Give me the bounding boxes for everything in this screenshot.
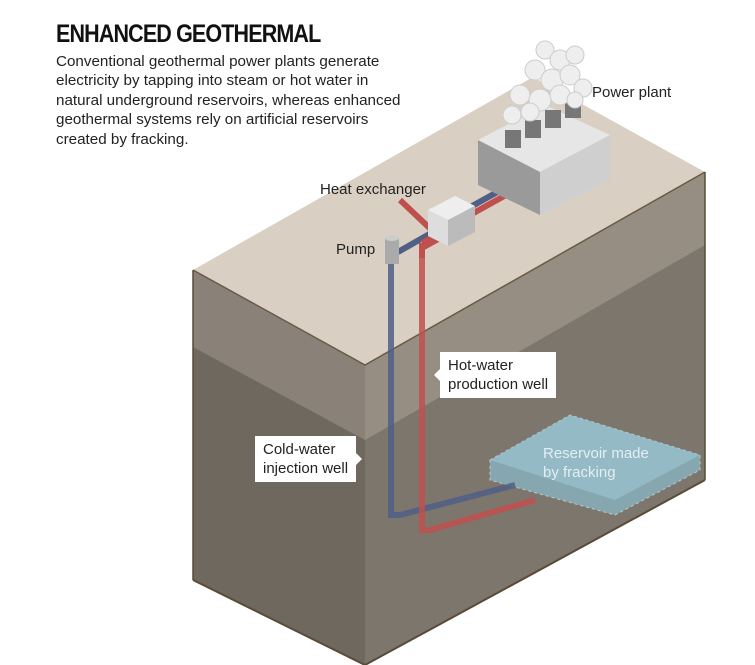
label-line: injection well	[263, 460, 349, 477]
label-line: Cold-water	[263, 441, 336, 458]
label-line: Reservoir made	[543, 445, 649, 462]
diagram-description: Conventional geothermal power plants gen…	[56, 53, 401, 148]
cold-water-injection-pipe	[388, 255, 516, 518]
heat-exchanger-label: Heat exchanger	[320, 181, 426, 198]
ground-left-lower	[193, 347, 365, 665]
diagram-title: ENHANCED GEOTHERMAL	[56, 20, 321, 48]
reservoir-label: Reservoir made by fracking	[543, 444, 649, 482]
hot-water-production-pipe	[419, 255, 536, 533]
label-line: by fracking	[543, 464, 616, 481]
label-line: Hot-water	[448, 357, 514, 374]
steam-icon	[502, 40, 593, 125]
label-line: production well	[448, 376, 549, 393]
cold-water-injection-well-label: Cold-water injection well	[255, 436, 363, 482]
pump-label: Pump	[336, 241, 376, 258]
power-plant-label: Power plant	[592, 84, 672, 101]
hot-water-production-well-label: Hot-water production well	[433, 352, 557, 398]
power-plant-icon	[478, 40, 610, 215]
pump-icon	[385, 235, 399, 264]
heat-exchanger-icon	[428, 196, 475, 246]
reservoir	[489, 414, 701, 516]
